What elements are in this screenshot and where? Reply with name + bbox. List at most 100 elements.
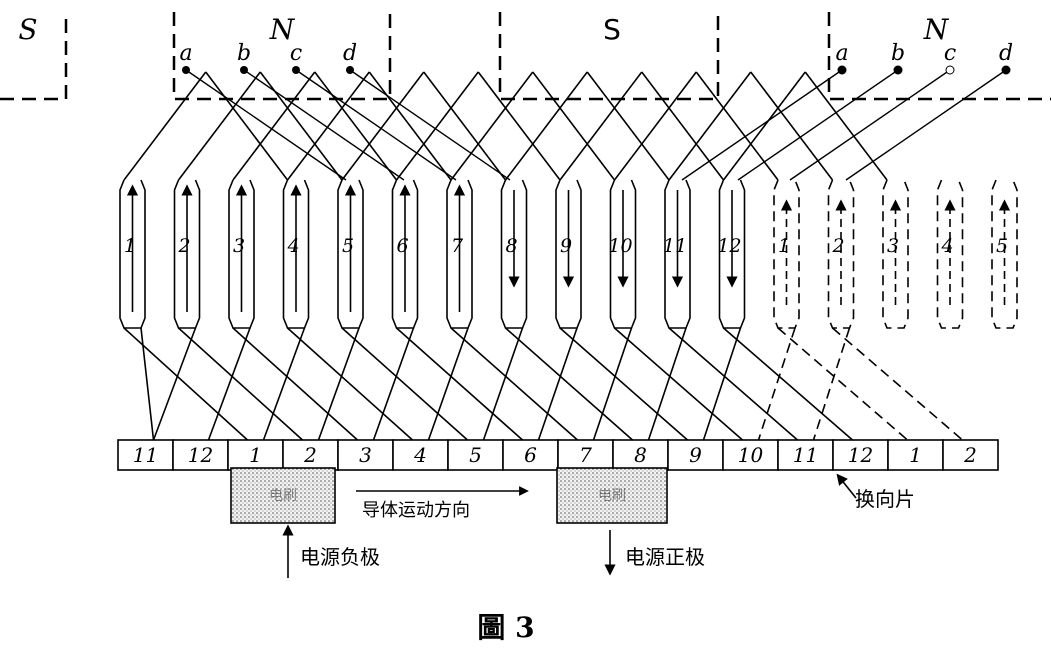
- brush-positive: 电刷 电源正极: [556, 467, 705, 576]
- front-connection: [831, 327, 964, 441]
- coil-number: 6: [396, 235, 408, 257]
- commutator-segment-label: 6: [524, 443, 537, 467]
- terminal-dot: [837, 65, 847, 75]
- back-connection: [123, 71, 207, 181]
- coil-side: [555, 179, 582, 329]
- commutator-segment: [942, 439, 999, 471]
- commutator-segment-label: 1: [909, 443, 922, 467]
- terminal-dot: [240, 66, 248, 74]
- back-connection: [205, 71, 289, 181]
- commutator-segment-label: 5: [469, 443, 482, 467]
- terminal-label: c: [944, 41, 956, 66]
- coil-number: 12: [717, 235, 741, 257]
- front-connection: [286, 327, 414, 441]
- front-connection: [777, 327, 909, 441]
- front-connection: [152, 327, 197, 441]
- front-connection: [207, 327, 251, 441]
- back-connection: [559, 71, 643, 181]
- coil-side: [173, 179, 201, 329]
- front-connection: [372, 327, 415, 441]
- terminal-label: a: [835, 41, 848, 66]
- coil-sides: [119, 179, 1018, 329]
- front-connection: [232, 327, 359, 441]
- back-connection: [177, 71, 261, 181]
- brush-negative: 电刷 电源负极: [230, 467, 380, 578]
- commutator-segment-label: 8: [634, 443, 647, 467]
- back-connection: [641, 71, 725, 181]
- coil-side: [282, 179, 310, 329]
- coil-side: [337, 179, 364, 329]
- back-connection: [586, 71, 670, 181]
- commutator-segment-label: 1: [249, 443, 262, 467]
- commutator-segment-label: 11: [793, 443, 818, 467]
- back-connection: [477, 71, 561, 181]
- terminal-lead: [789, 69, 951, 181]
- front-connection: [592, 327, 633, 441]
- coil-number: 2: [177, 235, 190, 257]
- commutator-segment-label: 9: [689, 443, 702, 467]
- back-connection: [613, 71, 697, 181]
- back-connection: [286, 71, 370, 181]
- back-connection: [341, 71, 425, 181]
- front-connection: [177, 327, 304, 441]
- coil-number: 3: [233, 235, 245, 257]
- back-connection: [532, 71, 616, 181]
- terminal-lead: [737, 69, 899, 181]
- front-connection: [262, 327, 306, 441]
- front-connection: [395, 327, 524, 441]
- motion-label: 导体运动方向: [362, 500, 470, 521]
- back-connection: [695, 71, 779, 181]
- front-connection: [668, 327, 799, 441]
- commutator-segment-label: 7: [579, 443, 592, 467]
- commutator-segment: [392, 439, 449, 471]
- segment-pointer: 换向片: [836, 473, 915, 511]
- front-connection: [702, 327, 742, 441]
- terminal-label: d: [999, 41, 1013, 66]
- commutator-segment: [612, 439, 669, 471]
- coil-number: 11: [663, 235, 687, 257]
- coil-side: [391, 179, 419, 329]
- commutator-segment: [227, 439, 284, 471]
- terminal-dot: [945, 65, 955, 75]
- terminal-lead: [185, 69, 347, 181]
- commutator-segment-label: 4: [413, 443, 427, 467]
- terminal-lead: [681, 69, 843, 181]
- front-connection: [482, 327, 524, 441]
- front-connection: [341, 327, 469, 441]
- pole-n-2-outline: [827, 12, 1051, 101]
- terminal-label: b: [237, 41, 251, 66]
- coil-side: [500, 179, 528, 329]
- coil-side: [882, 179, 909, 329]
- commutator-segment: [282, 439, 339, 471]
- coil-number: 5: [342, 235, 354, 257]
- coil-number: 7: [451, 235, 464, 257]
- segment-label: 换向片: [855, 487, 915, 511]
- front-connection: [812, 327, 851, 441]
- terminal-label: d: [343, 41, 357, 66]
- commutator-segment: [337, 439, 394, 471]
- back-connection: [450, 71, 534, 181]
- back-connection: [395, 71, 479, 181]
- back-connection: [504, 71, 588, 181]
- terminal-lead: [349, 69, 511, 181]
- terminal-label: a: [179, 41, 192, 66]
- commutator-segment: [172, 439, 229, 471]
- terminal-lead: [845, 69, 1007, 181]
- pole-label-s-left: S: [18, 13, 37, 46]
- coil-number: 8: [505, 235, 517, 257]
- coil-side: [773, 179, 800, 329]
- coil-number: 1: [124, 235, 136, 257]
- coil-number: 4: [940, 235, 953, 257]
- back-connection: [259, 71, 343, 181]
- front-connection: [757, 327, 796, 441]
- front-connection: [504, 327, 634, 441]
- commutator-segment-label: 2: [303, 443, 317, 467]
- terminal-dot: [182, 66, 190, 74]
- commutator-segment: [777, 439, 834, 471]
- coil-number: 9: [560, 235, 572, 257]
- coil-number: 1: [778, 235, 790, 257]
- coil-side: [228, 179, 255, 329]
- coil-side: [119, 179, 146, 329]
